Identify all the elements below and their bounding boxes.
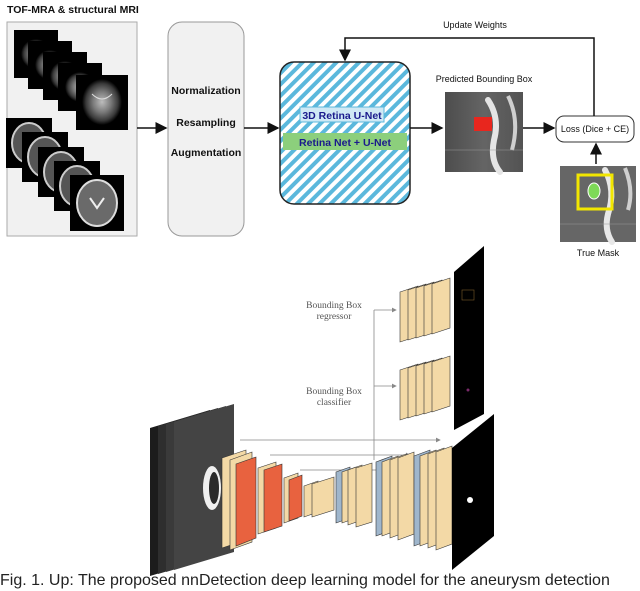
- preprocess-normalization: Normalization: [171, 85, 240, 97]
- true-mask-bbox: [576, 173, 614, 211]
- model-3d-retina-unet: 3D Retina U-Net: [302, 110, 382, 122]
- structural-mri-slices: [6, 118, 124, 231]
- classifier-head: [399, 326, 484, 430]
- true-mask-image: [560, 166, 636, 245]
- loss-box: [555, 115, 635, 143]
- segmentation-output: [452, 414, 494, 570]
- encoder-blocks: [221, 449, 335, 551]
- loss-label: Loss (Dice + CE): [561, 124, 629, 134]
- predicted-image: [445, 92, 523, 175]
- predicted-label: Predicted Bounding Box: [436, 74, 533, 84]
- regressor-output: [454, 246, 484, 352]
- network-input-volume: [150, 404, 234, 576]
- regressor-head: [399, 246, 484, 352]
- regressor-label-line1: Bounding Box: [306, 301, 362, 311]
- update-weights-label: Update Weights: [443, 20, 507, 30]
- input-label: TOF-MRA & structural MRI: [7, 4, 139, 16]
- preprocess-resampling: Resampling: [176, 117, 236, 129]
- tof-mra-slices: [14, 30, 128, 130]
- classifier-label-line2: classifier: [317, 397, 352, 408]
- model-retina-net-unet-bg: [283, 133, 407, 150]
- figure-caption: Fig. 1. Up: The proposed nnDetection dee…: [0, 572, 610, 589]
- regressor-label-line2: regressor: [317, 312, 353, 322]
- true-mask-label: True Mask: [577, 248, 620, 258]
- model-retina-net-unet: Retina Net + U-Net: [299, 137, 391, 149]
- decoder-blocks: [335, 445, 453, 551]
- head-connections: [373, 307, 397, 460]
- classifier-output: [454, 326, 484, 430]
- preprocessing-box: [167, 21, 245, 237]
- update-weights-arrow: [339, 37, 595, 116]
- preprocess-augmentation: Augmentation: [171, 147, 242, 159]
- predicted-bbox: [474, 117, 492, 131]
- model-3d-retina-unet-bg: [299, 106, 385, 123]
- classifier-label-line1: Bounding Box: [306, 387, 362, 397]
